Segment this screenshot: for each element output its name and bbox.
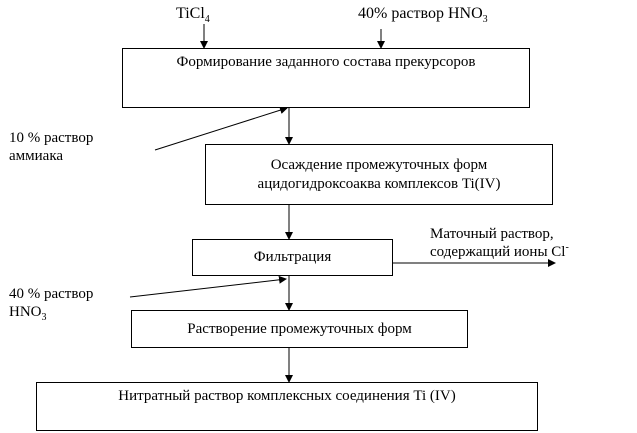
step-filtration-text: Фильтрация — [253, 249, 332, 265]
side-input-ammonia-line1: 10 % раствор — [9, 130, 94, 146]
step-precipitation-box: Осаждение промежуточных форм ацидогидрок… — [205, 144, 553, 205]
step-precursor-formation-text: Формирование заданного состава прекурсор… — [176, 54, 476, 70]
side-input-hno3-subscript: 3 — [41, 312, 47, 323]
side-input-ammonia-line2: аммиака — [9, 148, 64, 164]
input-hno3-top-label: 40% раствор HNO3 — [358, 5, 488, 25]
input-ticl4-label: TiCl4 — [176, 5, 210, 25]
input-hno3-top-text: 40% раствор HNO — [358, 5, 483, 22]
input-ticl4-text: TiCl — [176, 5, 205, 22]
step-dissolution-box: Растворение промежуточных форм — [131, 310, 468, 348]
output-chloride-superscript: - — [565, 242, 569, 253]
side-input-hno3-line1: 40 % раствор — [9, 286, 94, 302]
side-input-hno3-label: 40 % раствор HNO3 — [9, 285, 94, 323]
output-mother-liquor-line2: содержащий ионы Cl — [430, 244, 566, 260]
step-precipitation-line1: Осаждение промежуточных форм — [270, 156, 488, 173]
output-mother-liquor-label: Маточный раствор, содержащий ионы Cl- — [430, 225, 569, 261]
step-precursor-formation-box: Формирование заданного состава прекурсор… — [122, 48, 530, 108]
output-mother-liquor-line1: Маточный раствор, — [430, 226, 554, 242]
step-dissolution-text: Растворение промежуточных форм — [187, 320, 412, 337]
arrow-hno3-side-to-flow — [129, 275, 287, 298]
side-input-ammonia-label: 10 % раствор аммиака — [9, 129, 93, 165]
input-ticl4-subscript: 4 — [204, 14, 210, 25]
input-hno3-top-subscript: 3 — [482, 14, 488, 25]
step-filtration-box: Фильтрация — [192, 239, 393, 276]
side-input-hno3-line2: HNO — [9, 304, 42, 320]
arrow-ammonia-to-flow — [154, 106, 288, 151]
step-precipitation-line2: ацидогидроксоаква комплексов Ti(IV) — [257, 175, 501, 192]
step-nitrate-solution-text: Нитратный раствор комплексных соединения… — [118, 388, 456, 404]
step-nitrate-solution-box: Нитратный раствор комплексных соединения… — [36, 382, 538, 431]
